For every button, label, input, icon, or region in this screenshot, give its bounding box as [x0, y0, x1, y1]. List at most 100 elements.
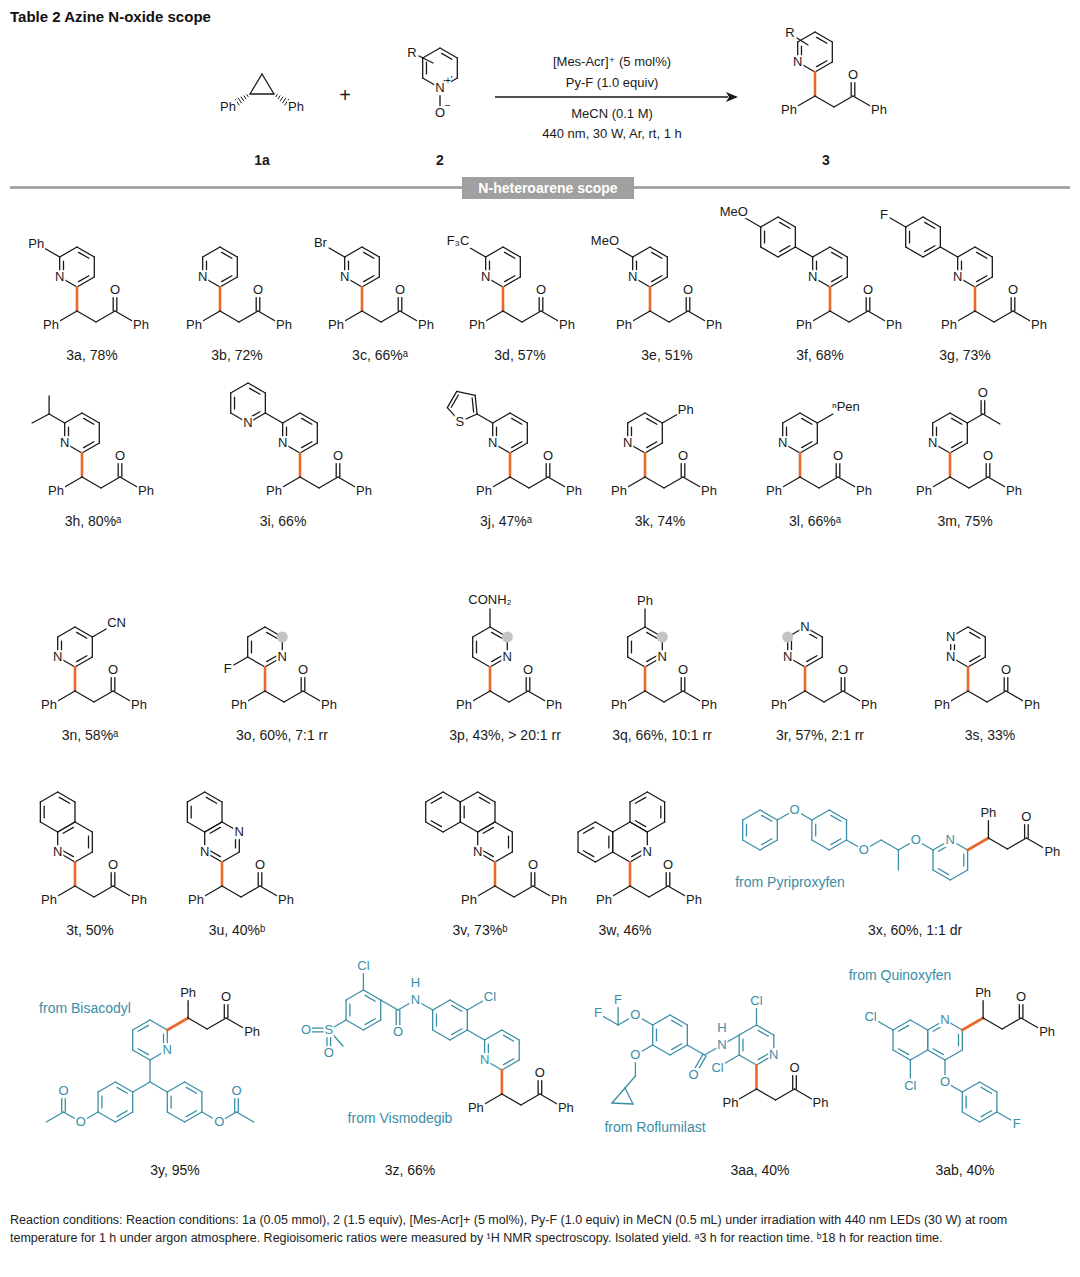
bond-line	[452, 1005, 462, 1011]
atom-label: Ph	[417, 318, 435, 332]
bond-line	[649, 886, 668, 897]
bond-line	[834, 96, 853, 107]
atom-label: O	[662, 858, 674, 872]
atom-label: N	[642, 845, 653, 859]
bond-line	[645, 477, 664, 488]
bond-line	[138, 1049, 148, 1055]
bond-line	[898, 1025, 908, 1031]
bond-line	[203, 247, 220, 257]
bond-line	[486, 247, 503, 257]
bond-line	[280, 97, 282, 101]
bond-line	[187, 1000, 188, 1018]
bond-line	[927, 1030, 928, 1050]
bond-line	[423, 48, 440, 58]
bond-line	[99, 423, 100, 443]
atom-label: CN	[106, 616, 127, 630]
atom-label: Ph	[275, 318, 293, 332]
atom-label: O	[1015, 990, 1027, 1004]
bond-line	[778, 247, 795, 257]
bond-line	[647, 418, 657, 424]
bond-line	[58, 822, 75, 832]
bond-line	[98, 1112, 115, 1122]
bond-line	[283, 98, 286, 103]
bond-line	[492, 632, 502, 638]
bond-line	[969, 477, 988, 488]
bond-line	[262, 74, 274, 94]
bond-line	[742, 820, 743, 840]
atom-label: Ph	[1030, 318, 1048, 332]
atom-label: Cl	[483, 990, 497, 1004]
compound-label: 3b, 72%	[210, 348, 263, 363]
bond-line	[613, 852, 630, 862]
atom-label: O	[677, 449, 689, 463]
atom-label: N	[277, 436, 288, 450]
bond-line	[426, 792, 443, 802]
bond-line	[977, 252, 987, 258]
bond-line	[502, 1094, 521, 1105]
atom-label: Ph	[940, 318, 958, 332]
bond-line	[950, 413, 967, 423]
bond-line	[300, 443, 317, 453]
bond-line	[512, 832, 513, 852]
bond-line	[893, 1050, 910, 1060]
drug-source-label: from Vismodegib	[347, 1111, 454, 1126]
bond-line	[509, 691, 528, 702]
atom-label: R	[406, 46, 417, 60]
atom-label: O	[939, 1075, 951, 1089]
bond-line	[442, 53, 452, 59]
bond-line	[628, 413, 645, 423]
bond-line	[94, 886, 113, 897]
bond-line	[77, 632, 87, 638]
bond-line	[890, 218, 906, 227]
bond-line	[739, 1035, 740, 1055]
bond-line	[831, 839, 841, 845]
bond-line	[968, 627, 985, 637]
bond-line	[186, 1111, 196, 1117]
bond-line	[185, 1112, 202, 1122]
atom-label: N	[59, 436, 70, 450]
atom-label: N	[777, 436, 788, 450]
atom-label: Ph	[685, 893, 703, 907]
bond-line	[965, 1096, 966, 1108]
bond-line	[631, 311, 650, 322]
bond-line	[381, 311, 400, 322]
bond-line	[206, 797, 216, 803]
atom-label: Ph	[187, 893, 205, 907]
drug-source-label: from Quinoxyfen	[848, 968, 953, 983]
bond-line	[988, 820, 989, 838]
bond-line	[906, 247, 923, 257]
bond-line	[660, 806, 661, 818]
compound-number: 3	[821, 153, 831, 168]
bond-line	[664, 802, 665, 822]
bond-line	[612, 832, 613, 852]
bond-line	[761, 247, 778, 257]
atom-label: O	[687, 1068, 699, 1082]
bond-line	[832, 252, 842, 258]
bond-line	[381, 1000, 398, 1010]
atom-label: F	[613, 993, 623, 1007]
atom-label: N	[945, 630, 956, 644]
bond-line	[302, 442, 312, 448]
bond-line	[300, 413, 317, 423]
atom-label: Ph	[770, 698, 788, 712]
atom-label: Ph	[355, 484, 373, 498]
atom-label: O	[57, 1084, 69, 1098]
new-bond	[494, 862, 497, 886]
condition-text: Py-F (1.0 equiv)	[565, 76, 659, 90]
bond-line	[746, 824, 747, 836]
bond-line	[187, 822, 204, 832]
bond-line	[237, 1112, 254, 1122]
bond-line	[805, 657, 822, 667]
bond-line	[650, 247, 667, 257]
atom-label: N	[277, 650, 288, 664]
atom-label: H	[410, 976, 421, 990]
drug-source-label: from Pyriproxyfen	[734, 875, 846, 890]
bond-line	[881, 840, 898, 850]
atom-label: O	[107, 858, 119, 872]
bond-line	[975, 277, 992, 287]
atom-label: Ph	[979, 806, 997, 820]
bond-line	[521, 1094, 540, 1105]
bond-line	[75, 657, 92, 667]
minor-site-dot	[277, 632, 288, 643]
bond-line	[822, 637, 823, 657]
